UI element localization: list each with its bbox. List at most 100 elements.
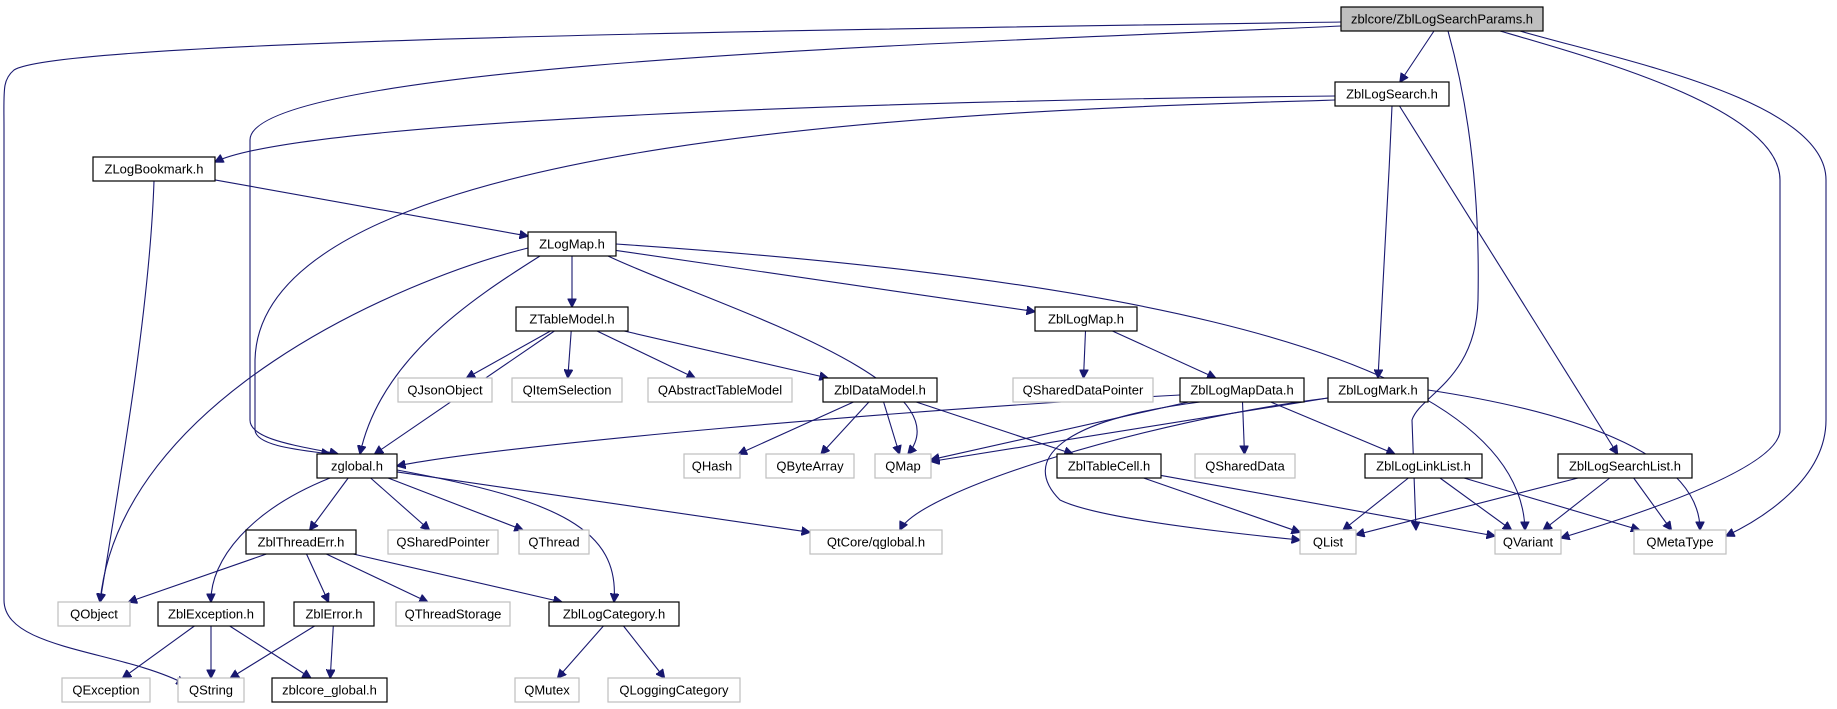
edge-zblLogCategory-to-qLoggingCategory <box>623 625 665 678</box>
node-qString: QString <box>177 677 245 703</box>
node-label: QException <box>72 683 139 698</box>
node-qLoggingCategory: QLoggingCategory <box>607 677 741 703</box>
node-box <box>245 529 357 555</box>
node-qJsonObject: QJsonObject <box>397 377 493 403</box>
node-zblLogMark[interactable]: ZblLogMark.h <box>1327 377 1429 403</box>
node-box <box>177 677 245 703</box>
node-label: QThread <box>528 535 579 550</box>
edge-zLogMap-to-qVariant <box>615 243 1525 530</box>
edge-zblLogMapData-to-zglobal <box>397 394 1181 466</box>
edge-zblLogMark-to-qtCoreQglobal <box>900 397 1329 530</box>
node-zblLogMapData[interactable]: ZblLogMapData.h <box>1179 377 1305 403</box>
nodes-layer: zblcore/ZblLogSearchParams.hZblLogSearch… <box>57 6 1727 703</box>
node-zLogBookmark[interactable]: ZLogBookmark.h <box>92 156 216 182</box>
node-box <box>809 529 943 555</box>
node-box <box>1340 6 1544 32</box>
node-label: QObject <box>70 607 118 622</box>
node-box <box>92 156 216 182</box>
edge-zblError-to-qString <box>230 625 315 678</box>
node-zblError[interactable]: ZblError.h <box>293 601 375 627</box>
edge-zblLogMap-to-zblLogMapData <box>1112 330 1215 378</box>
node-qMap: QMap <box>874 453 932 479</box>
edge-zblLogSearchList-to-qVariant <box>1543 477 1611 530</box>
node-zblcoreGlobal[interactable]: zblcore_global.h <box>271 677 388 703</box>
node-box <box>1334 81 1450 107</box>
edge-zblTableCell-to-qList <box>1143 477 1300 532</box>
node-zblLogSearchParams[interactable]: zblcore/ZblLogSearchParams.h <box>1340 6 1544 32</box>
node-qItemSelection: QItemSelection <box>511 377 623 403</box>
edge-zblThreadErr-to-qThreadStorage <box>326 553 427 602</box>
node-label: ZblLogMapData.h <box>1190 383 1293 398</box>
edge-zglobal-to-qThread <box>387 477 523 530</box>
node-label: QMetaType <box>1646 535 1713 550</box>
edge-zblLogMark-to-qMap <box>931 397 1329 462</box>
edge-zLogBookmark-to-zLogMap <box>214 179 528 236</box>
edge-zLogMap-to-qMap <box>607 255 918 454</box>
edge-zblLogLinkList-to-qMetaType <box>1463 477 1640 530</box>
edge-zblDataModel-to-zblTableCell <box>916 401 1073 454</box>
node-qAbstractTableModel: QAbstractTableModel <box>647 377 793 403</box>
node-zblLogCategory[interactable]: ZblLogCategory.h <box>548 601 680 627</box>
edge-zblTableCell-to-qVariant <box>1160 474 1495 536</box>
node-zblLogLinkList[interactable]: ZblLogLinkList.h <box>1364 453 1483 479</box>
node-box <box>387 529 499 555</box>
edge-zblException-to-qException <box>123 625 195 678</box>
node-label: ZblLogMark.h <box>1338 383 1417 398</box>
node-box <box>607 677 741 703</box>
edge-zblLogSearchParams-to-qMetaType <box>1519 30 1827 536</box>
edge-zblLogMapData-to-qMap <box>931 401 1189 460</box>
node-label: QVariant <box>1503 535 1554 550</box>
node-label: QSharedPointer <box>396 535 490 550</box>
node-label: QLoggingCategory <box>619 683 729 698</box>
edge-zblError-to-zblcoreGlobal <box>330 625 333 678</box>
edge-zblLogMapData-to-zblLogLinkList <box>1270 401 1395 454</box>
node-qMutex: QMutex <box>514 677 580 703</box>
node-label: ZblException.h <box>168 607 254 622</box>
node-zblLogSearch[interactable]: ZblLogSearch.h <box>1334 81 1450 107</box>
node-box <box>1557 453 1693 479</box>
node-qObject: QObject <box>57 601 131 627</box>
node-label: QThreadStorage <box>405 607 502 622</box>
node-label: QHash <box>692 459 732 474</box>
node-zblLogSearchList[interactable]: ZblLogSearchList.h <box>1557 453 1693 479</box>
node-label: ZblLogSearch.h <box>1346 87 1438 102</box>
node-box <box>647 377 793 403</box>
node-label: ZblLogMap.h <box>1048 312 1124 327</box>
edge-zLogMap-to-zblLogMap <box>615 249 1035 311</box>
node-label: ZTableModel.h <box>529 312 614 327</box>
node-box <box>1494 529 1562 555</box>
node-label: QByteArray <box>776 459 844 474</box>
node-qHash: QHash <box>683 453 741 479</box>
node-box <box>1327 377 1429 403</box>
edge-zblLogSearchParams-to-qList <box>1412 30 1479 530</box>
node-zblTableCell[interactable]: ZblTableCell.h <box>1056 453 1162 479</box>
edge-zblLogSearchParams-to-zglobal <box>249 25 1342 454</box>
edge-zblLogSearchList-to-qMetaType <box>1633 477 1672 530</box>
node-zglobal[interactable]: zglobal.h <box>316 453 398 479</box>
edge-zglobal-to-qSharedPointer <box>370 477 430 530</box>
node-zblLogMap[interactable]: ZblLogMap.h <box>1034 306 1138 332</box>
node-zblException[interactable]: ZblException.h <box>157 601 265 627</box>
node-zLogMap[interactable]: ZLogMap.h <box>527 231 617 257</box>
edge-zglobal-to-zblLogCategory <box>396 469 614 602</box>
node-label: QAbstractTableModel <box>658 383 782 398</box>
edge-zblLogSearchParams-to-qVariant <box>1499 30 1781 538</box>
edge-zblLogSearchParams-to-zblLogSearch <box>1400 30 1435 82</box>
node-zblThreadErr[interactable]: ZblThreadErr.h <box>245 529 357 555</box>
node-box <box>1179 377 1305 403</box>
edge-zblLogSearchList-to-qList <box>1356 477 1579 535</box>
node-zblDataModel[interactable]: ZblDataModel.h <box>822 377 938 403</box>
node-box <box>515 306 629 332</box>
node-box <box>395 601 511 627</box>
edge-zblLogCategory-to-qMutex <box>558 625 604 678</box>
edge-zblLogSearch-to-zglobal <box>254 99 1336 454</box>
node-label: QList <box>1313 535 1344 550</box>
edge-zblLogSearch-to-zblLogMark <box>1378 105 1393 378</box>
node-box <box>293 601 375 627</box>
node-qException: QException <box>61 677 151 703</box>
node-label: QSharedDataPointer <box>1023 383 1144 398</box>
node-qVariant: QVariant <box>1494 529 1562 555</box>
node-box <box>1364 453 1483 479</box>
node-zTableModel[interactable]: ZTableModel.h <box>515 306 629 332</box>
